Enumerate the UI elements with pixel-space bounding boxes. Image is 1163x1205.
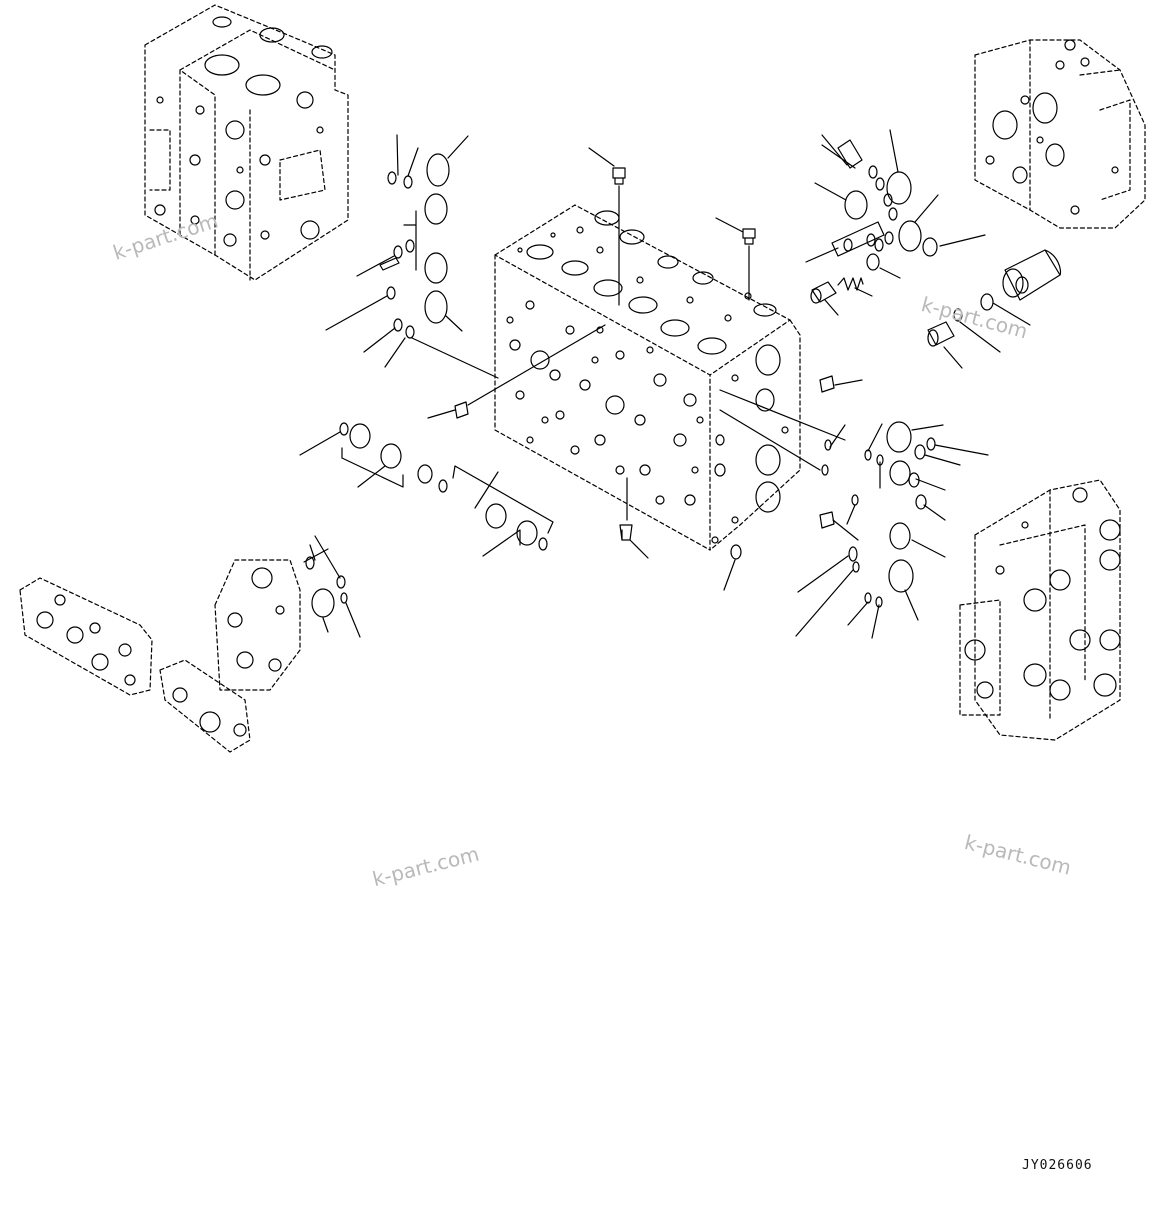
right-flange-and-fittings [819,249,1062,393]
top-left-section-view [144,4,349,281]
upper-right-seals [805,129,986,316]
right-seal-column [719,389,989,639]
top-right-section-view [974,39,1146,229]
bottom-left-section-views [19,559,301,753]
bottom-right-section-view [959,479,1121,741]
drawing-code: JY026606 [1022,1158,1093,1173]
lower-left-seals [299,422,649,638]
main-valve-block [494,204,801,551]
center-top-plugs [588,147,756,306]
upper-left-seals [325,134,606,419]
